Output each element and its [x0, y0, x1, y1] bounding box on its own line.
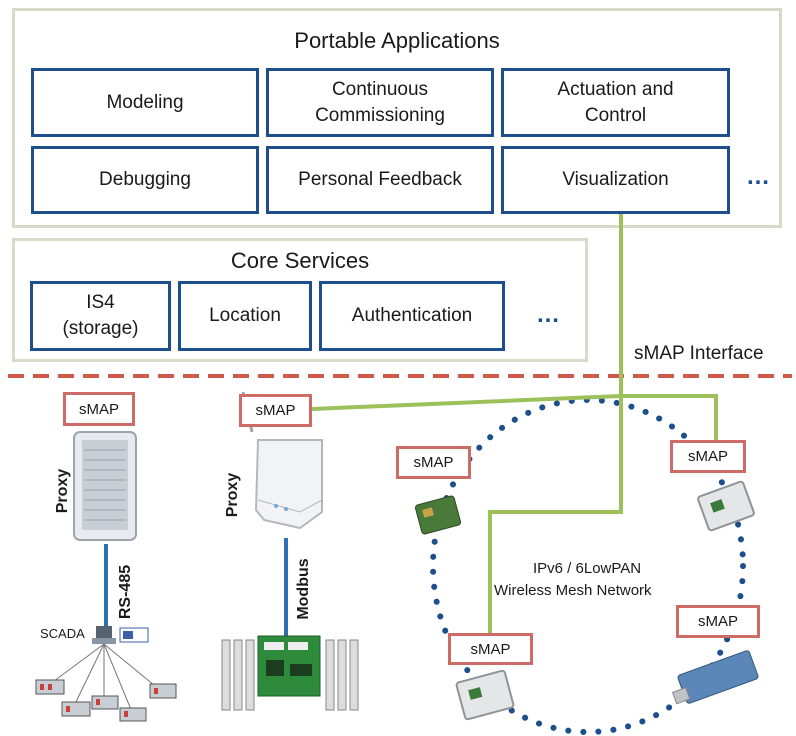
- scada-label: SCADA: [40, 626, 85, 641]
- core-services-title: Core Services: [230, 248, 370, 273]
- app-personal-feedback: Personal Feedback: [266, 146, 494, 214]
- network-label-line2: Wireless Mesh Network: [494, 582, 652, 599]
- mote-device-icon-right: [697, 480, 755, 532]
- service-location: Location: [178, 281, 312, 351]
- scada-network-icon: [35, 626, 177, 722]
- proxy-label-middle: Proxy: [224, 472, 241, 518]
- app-actuation-and-control: Actuation and Control: [501, 68, 730, 137]
- smap-badge-proxy-server: sMAP: [63, 392, 135, 426]
- smap-badge-proxy-router: sMAP: [239, 394, 312, 427]
- network-label-line1: IPv6 / 6LowPAN: [533, 560, 642, 577]
- services-ellipsis: …: [536, 301, 562, 328]
- modbus-panel-icon: [221, 635, 359, 711]
- proxy-label-left: Proxy: [54, 468, 71, 514]
- apps-ellipsis: …: [746, 163, 772, 190]
- service-is4-storage: IS4 (storage): [30, 281, 171, 351]
- app-continuous-commissioning: Continuous Commissioning: [266, 68, 494, 137]
- usb-mote-icon: [671, 650, 759, 705]
- sensor-board-icon: [414, 495, 462, 535]
- portable-applications-title: Portable Applications: [294, 28, 500, 53]
- smap-badge-mesh-bottom: sMAP: [448, 633, 533, 665]
- proxy-server-icon: [73, 431, 137, 541]
- smap-badge-mesh-right: sMAP: [670, 440, 746, 473]
- mote-device-icon-bottom: [455, 669, 515, 721]
- modbus-label: Modbus: [295, 558, 312, 620]
- smap-interface-label: sMAP Interface: [634, 343, 764, 364]
- smap-badge-mesh-left: sMAP: [396, 446, 471, 479]
- app-visualization: Visualization: [501, 146, 730, 214]
- service-authentication: Authentication: [319, 281, 505, 351]
- green-links: [311, 214, 718, 634]
- mesh-network-ring: [430, 397, 746, 735]
- smap-badge-mesh-lower-right: sMAP: [676, 605, 760, 638]
- app-modeling: Modeling: [31, 68, 259, 137]
- app-debugging: Debugging: [31, 146, 259, 214]
- rs485-label: RS-485: [117, 564, 134, 620]
